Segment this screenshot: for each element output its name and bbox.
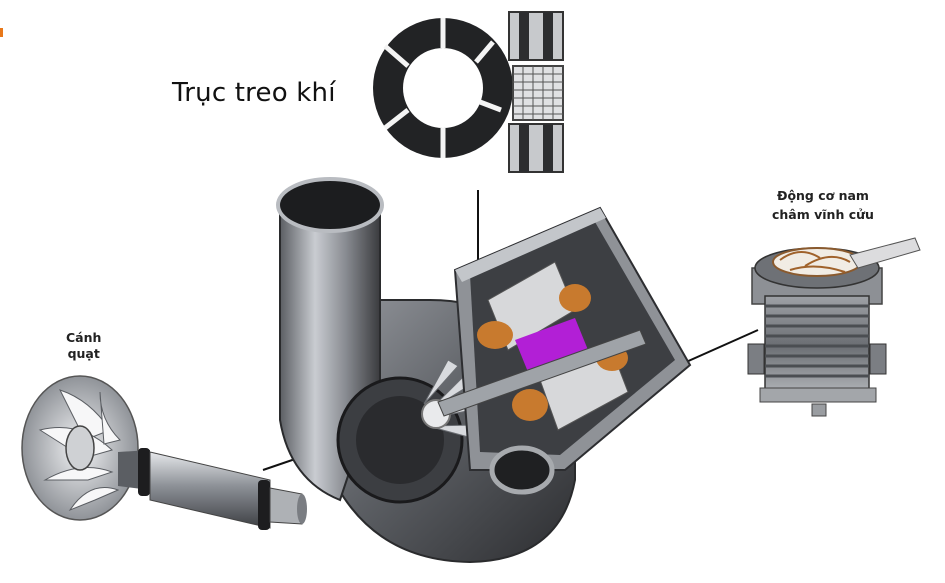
impeller-shaft-illustration <box>21 375 307 530</box>
fan-label-line1: Cánh <box>66 330 102 345</box>
fan-label: Cánh quạt <box>66 330 101 362</box>
corner-accent <box>0 28 3 37</box>
turbo-blower-cutaway <box>276 177 692 564</box>
air-bearing-illustration <box>373 11 564 173</box>
motor-label-line2: châm vĩnh cửu <box>772 207 874 222</box>
air-bearing-title: Trục treo khí <box>172 78 336 108</box>
motor-label: Động cơ nam châm vĩnh cửu <box>772 186 874 224</box>
fan-label-line2: quạt <box>67 346 100 361</box>
motor-label-line1: Động cơ nam <box>776 188 869 203</box>
permanent-magnet-motor-illustration <box>747 237 921 417</box>
